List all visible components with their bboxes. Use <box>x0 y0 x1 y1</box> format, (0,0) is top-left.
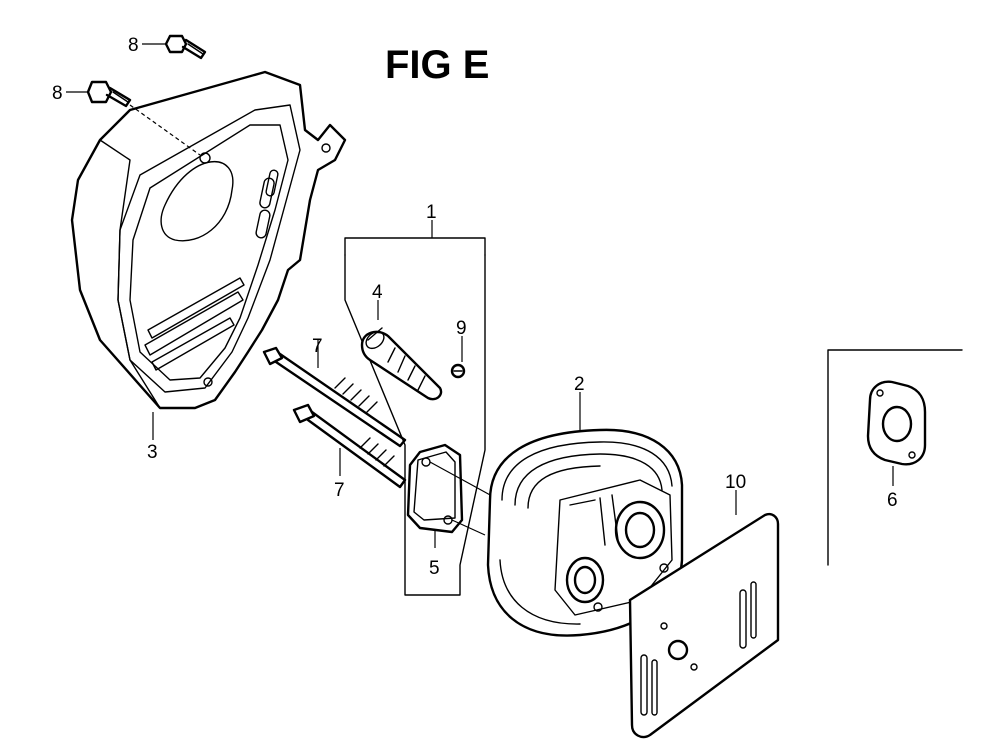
exhaust-gasket-box <box>827 349 963 566</box>
muffler <box>486 392 684 637</box>
callout-2: 2 <box>574 374 585 395</box>
flange-bolt-upper <box>142 34 207 60</box>
callout-10: 10 <box>725 472 746 493</box>
muffler-protector <box>70 70 347 440</box>
callout-7-upper: 7 <box>312 336 323 357</box>
callout-1: 1 <box>426 202 437 223</box>
figure-title: FIG E <box>385 43 489 87</box>
callout-3: 3 <box>147 442 158 463</box>
callout-5: 5 <box>429 558 440 579</box>
spark-arrester-assembly-bracket <box>344 220 486 596</box>
callout-9: 9 <box>456 318 467 339</box>
stud-bolt-upper <box>262 340 407 448</box>
callout-6: 6 <box>887 490 898 511</box>
heat-shield-plate <box>628 490 780 739</box>
spark-arrester <box>360 300 443 401</box>
callout-8-upper: 8 <box>128 35 139 56</box>
callout-7-lower: 7 <box>334 480 345 501</box>
screw <box>450 336 466 379</box>
exhaust-gasket <box>866 380 927 486</box>
callout-4: 4 <box>372 282 383 303</box>
arrester-cover-plate <box>406 443 493 548</box>
flange-bolt-lower <box>66 80 201 156</box>
stud-bolt-lower <box>292 403 407 489</box>
callout-8-lower: 8 <box>52 83 63 104</box>
